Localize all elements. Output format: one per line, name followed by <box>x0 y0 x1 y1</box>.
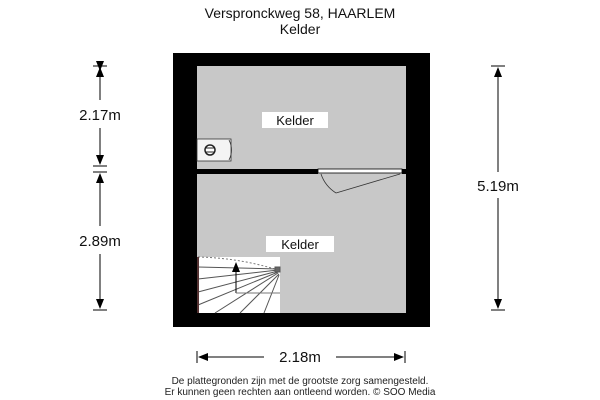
interior-wall <box>197 169 318 174</box>
door-icon <box>320 173 401 194</box>
room-label-kelder-top: Kelder <box>276 113 314 128</box>
dimension-label-2-18: 2.18m <box>279 349 321 366</box>
boiler-icon <box>196 138 232 162</box>
door-frame <box>317 168 403 174</box>
dimension-label-2-17: 2.17m <box>79 107 121 124</box>
dimension-label-5-19: 5.19m <box>477 178 519 195</box>
address-title: Verspronckweg 58, HAARLEM <box>204 5 396 21</box>
disclaimer-line-1: De plattegronden zijn met de grootste zo… <box>171 376 429 387</box>
staircase-icon <box>197 256 281 314</box>
floor-title: Kelder <box>279 21 321 37</box>
dimension-right-total <box>491 65 505 311</box>
disclaimer-line-2: Er kunnen geen rechten aan ontleend word… <box>164 387 436 398</box>
dimension-label-2-89: 2.89m <box>79 233 121 250</box>
dimension-left-bottom <box>93 171 107 311</box>
dimension-left-top <box>93 61 107 167</box>
room-label-kelder-bottom: Kelder <box>281 237 319 252</box>
dimension-bottom-width <box>196 351 406 363</box>
